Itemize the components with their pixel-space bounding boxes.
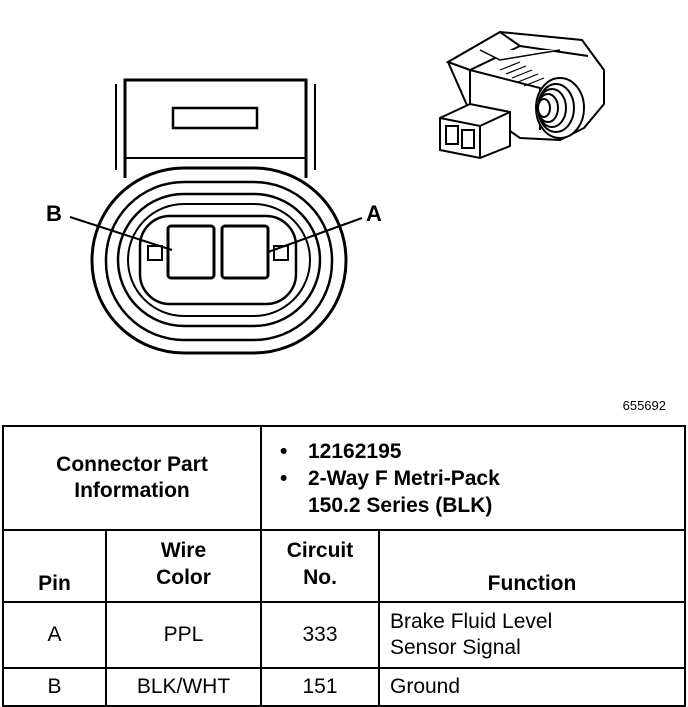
part-info-label-line2: Information [74,479,190,502]
connector-diagram: B A [46,30,605,355]
part-info-list: 12162195 2-Way F Metri-Pack 150.2 Series … [270,438,684,519]
connector-isometric-view [439,30,605,160]
part-info-label-line1: Connector Part [56,453,208,476]
circuit-header: Circuit No. [260,529,380,603]
part-info-row: Connector Part Information 12162195 2-Wa… [2,425,686,531]
figure-id: 655692 [622,398,666,413]
connector-front-view [90,78,348,355]
circuit-header-line1: Circuit [286,539,354,562]
pin-a-label: A [366,201,382,226]
connector-info-table: Connector Part Information 12162195 2-Wa… [2,425,686,707]
function-cell: Ground [378,667,686,707]
part-number-item: 12162195 [280,438,684,465]
pin-cell: A [2,601,107,669]
function-line1: Brake Fluid Level [390,610,553,633]
part-info-list-cell: 12162195 2-Way F Metri-Pack 150.2 Series … [260,425,686,531]
table-row: A PPL 333 Brake Fluid Level Sensor Signa… [2,601,686,669]
wire-color-header: Wire Color [105,529,262,603]
wire-color-cell: BLK/WHT [105,667,262,707]
circuit-cell: 333 [260,601,380,669]
part-info-label-cell: Connector Part Information [2,425,262,531]
pin-b-leader [69,216,173,251]
part-type-item: 2-Way F Metri-Pack 150.2 Series (BLK) [280,465,684,519]
part-type-line2: 150.2 Series (BLK) [308,493,493,517]
wire-color-cell: PPL [105,601,262,669]
pin-header: Pin [2,529,107,603]
circuit-cell: 151 [260,667,380,707]
wire-color-header-line1: Wire [160,539,207,562]
wire-color-header-line2: Color [156,566,211,589]
pin-b-label: B [46,201,62,226]
pin-cell: B [2,667,107,707]
function-cell: Brake Fluid Level Sensor Signal [378,601,686,669]
part-type-line1: 2-Way F Metri-Pack [308,466,500,490]
function-line2: Sensor Signal [390,636,521,659]
pin-a-leader [267,217,363,253]
header-row: Pin Wire Color Circuit No. Function [2,529,686,603]
table-row: B BLK/WHT 151 Ground [2,667,686,707]
function-header: Function [378,529,686,603]
circuit-header-line2: No. [303,566,337,589]
